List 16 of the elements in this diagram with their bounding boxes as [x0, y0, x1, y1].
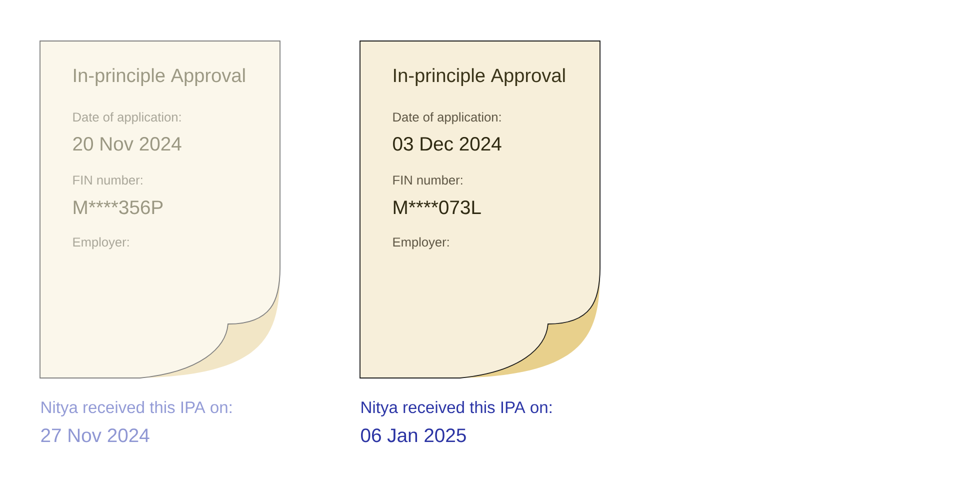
field-label: Employer:	[393, 237, 449, 250]
caption-text: Nitya received this IPA on:	[42, 401, 232, 416]
received-date: 27 Nov 2024	[41, 428, 150, 442]
field-value: 03 Dec 2024	[393, 137, 502, 151]
caption-text: Nitya received this IPA on:	[362, 401, 552, 416]
field-value: M****356P	[74, 200, 163, 214]
field-label: FIN number:	[73, 175, 142, 185]
field-value: M****073L	[394, 200, 481, 214]
field-label: Date of application:	[73, 112, 181, 124]
document-heading: In-principle Approval	[74, 68, 245, 86]
received-date: 06 Jan 2025	[361, 428, 466, 442]
field-label: FIN number:	[393, 175, 462, 185]
field-label: Employer:	[73, 237, 129, 250]
field-label: Date of application:	[393, 112, 501, 124]
document-heading: In-principle Approval	[394, 68, 565, 86]
field-value: 20 Nov 2024	[73, 137, 182, 151]
